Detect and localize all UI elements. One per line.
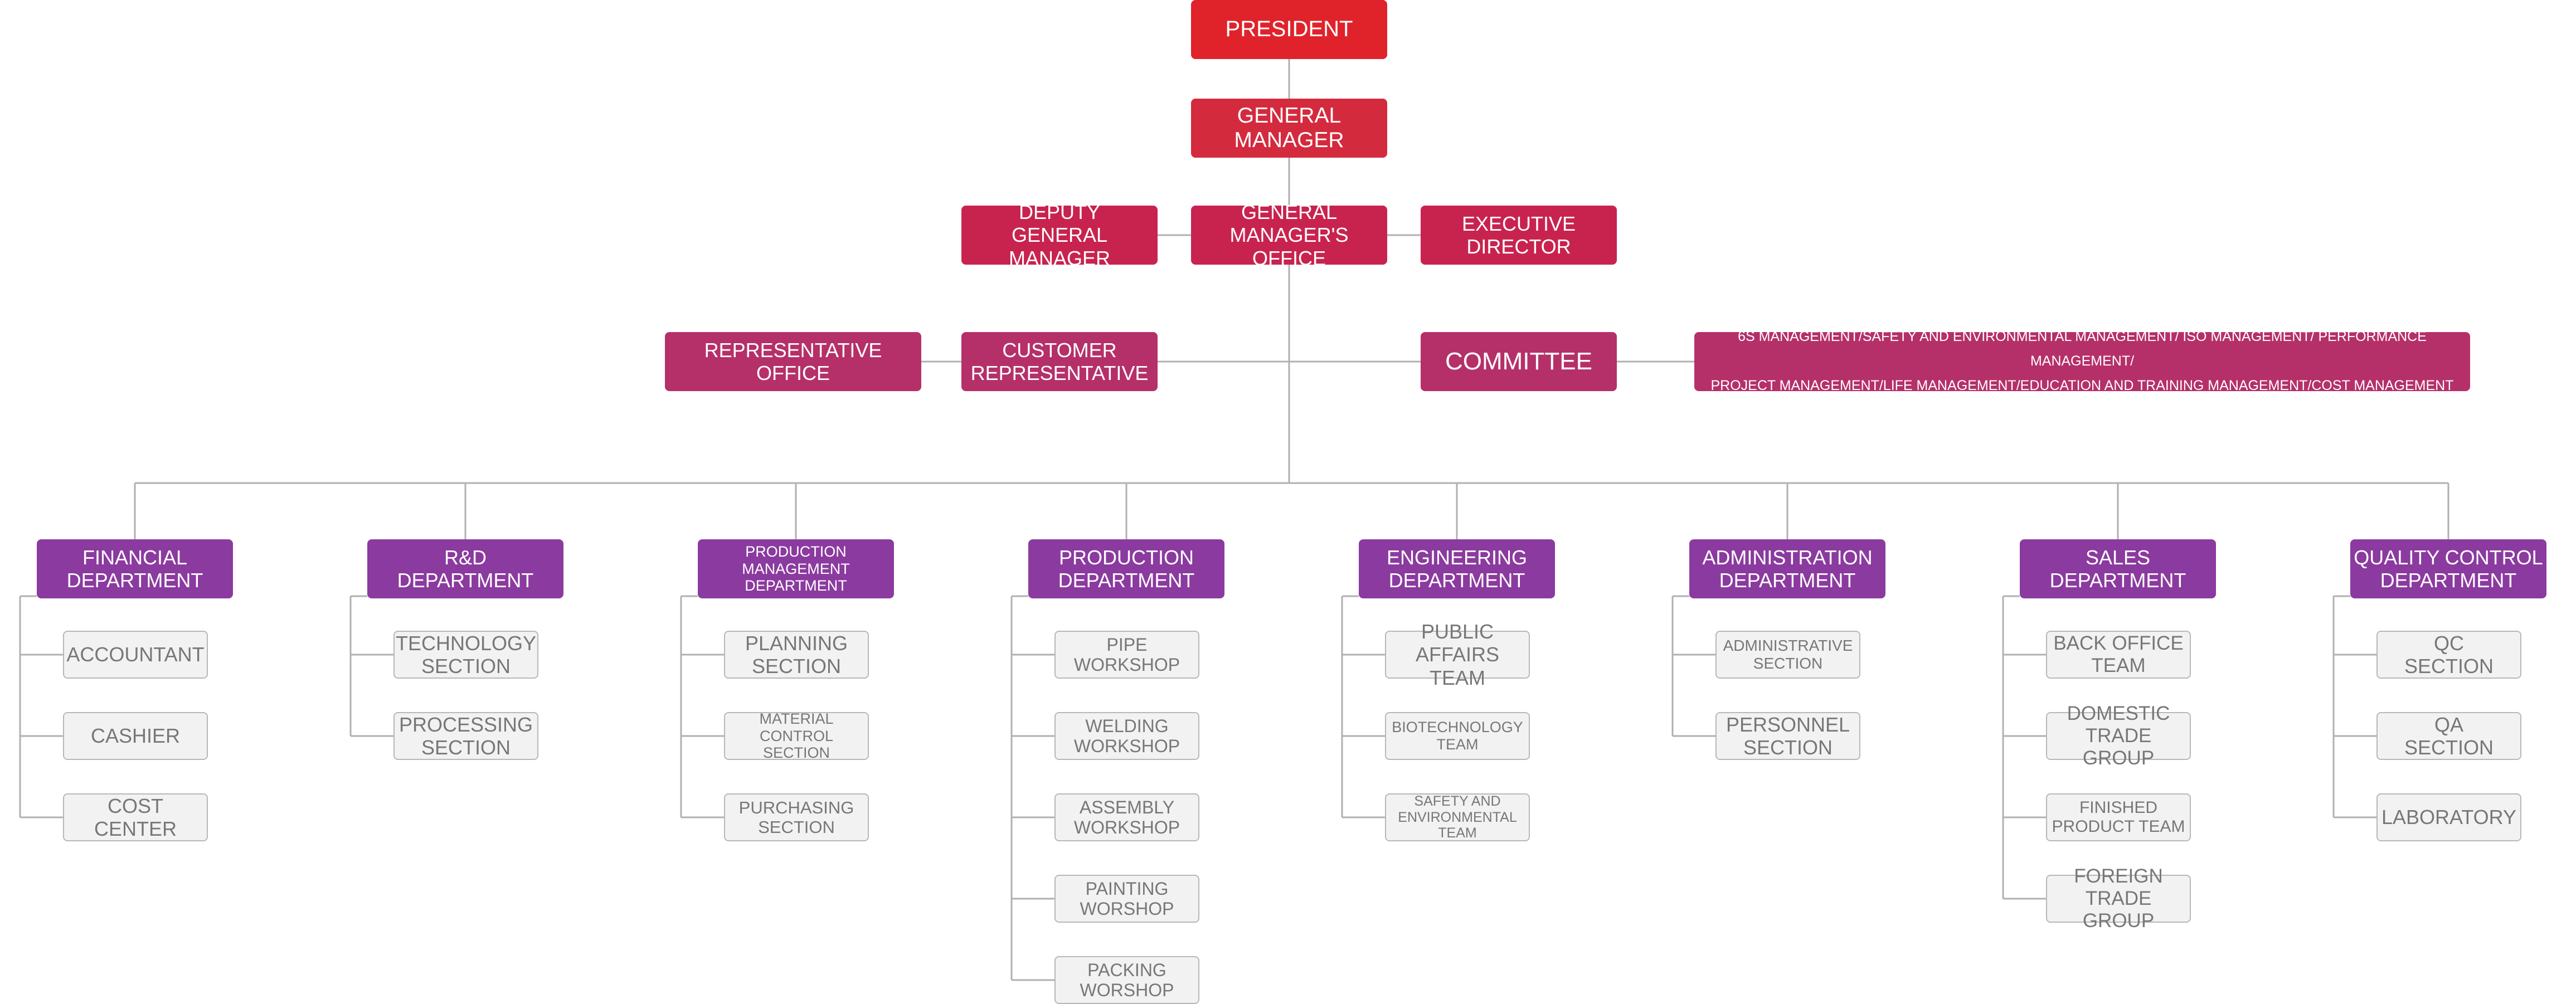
dept-sales-department: SALES DEPARTMENT	[2020, 539, 2216, 598]
dept-quality-control-department: QUALITY CONTROL DEPARTMENT	[2350, 539, 2546, 598]
section-technology-section: TECHNOLOGY SECTION	[393, 631, 538, 679]
committee-scope-box: 6S MANAGEMENT/SAFETY AND ENVIRONMENTAL M…	[1694, 329, 2470, 393]
president-box: PRESIDENT	[1191, 0, 1387, 59]
section-personnel-section: PERSONNEL SECTION	[1715, 712, 1860, 760]
section-administrative-section: ADMINISTRATIVE SECTION	[1715, 631, 1860, 679]
section-qa-section: QA SECTION	[2376, 712, 2521, 760]
section-laboratory: LABORATORY	[2376, 793, 2521, 841]
executive-director-box: EXECUTIVE DIRECTOR	[1421, 206, 1617, 265]
dept-production-department: PRODUCTION DEPARTMENT	[1028, 539, 1224, 598]
section-biotechnology-team: BIOTECHNOLOGY TEAM	[1385, 712, 1530, 760]
section-purchasing-section: PURCHASING SECTION	[724, 793, 869, 841]
general-managers-office-box: GENERAL MANAGER'S OFFICE	[1191, 201, 1387, 270]
customer-representative-box: CUSTOMER REPRESENTATIVE	[961, 332, 1158, 391]
section-finished-product-team: FINISHED PRODUCT TEAM	[2046, 793, 2191, 841]
section-pipe-workshop: PIPE WORKSHOP	[1054, 631, 1199, 679]
section-qc-section: QC SECTION	[2376, 631, 2521, 679]
section-painting-worshop: PAINTING WORSHOP	[1054, 875, 1199, 923]
section-processing-section: PROCESSING SECTION	[393, 712, 538, 760]
general-manager-box: GENERAL MANAGER	[1191, 99, 1387, 158]
committee-box: COMMITTEE	[1421, 332, 1617, 391]
section-accountant: ACCOUNTANT	[63, 631, 208, 679]
dept-financial-department: FINANCIAL DEPARTMENT	[37, 539, 233, 598]
section-assembly-workshop: ASSEMBLY WORKSHOP	[1054, 793, 1199, 841]
section-domestic-trade-group: DOMESTIC TRADE GROUP	[2046, 703, 2191, 769]
representative-office-box: REPRESENTATIVE OFFICE	[665, 332, 921, 391]
section-foreign-trade-group: FOREIGN TRADE GROUP	[2046, 865, 2191, 932]
section-planning-section: PLANNING SECTION	[724, 631, 869, 679]
section-cashier: CASHIER	[63, 712, 208, 760]
deputy-general-manager-box: DEPUTY GENERAL MANAGER	[961, 201, 1158, 270]
section-public-affairs-team: PUBLIC AFFAIRS TEAM	[1385, 620, 1530, 689]
section-material-control-section: MATERIAL CONTROL SECTION	[724, 710, 869, 761]
section-welding-workshop: WELDING WORKSHOP	[1054, 712, 1199, 760]
dept-randd-department: R&D DEPARTMENT	[367, 539, 563, 598]
dept-production-management-department: PRODUCTION MANAGEMENT DEPARTMENT	[698, 539, 894, 598]
section-packing-worshop: PACKING WORSHOP	[1054, 956, 1199, 1004]
dept-administration-department: ADMINISTRATION DEPARTMENT	[1689, 539, 1885, 598]
section-back-office-team: BACK OFFICE TEAM	[2046, 631, 2191, 679]
dept-engineering-department: ENGINEERING DEPARTMENT	[1359, 539, 1555, 598]
section-cost-center: COST CENTER	[63, 793, 208, 841]
section-safety-and-environmental-team: SAFETY AND ENVIRONMENTAL TEAM	[1385, 793, 1530, 841]
